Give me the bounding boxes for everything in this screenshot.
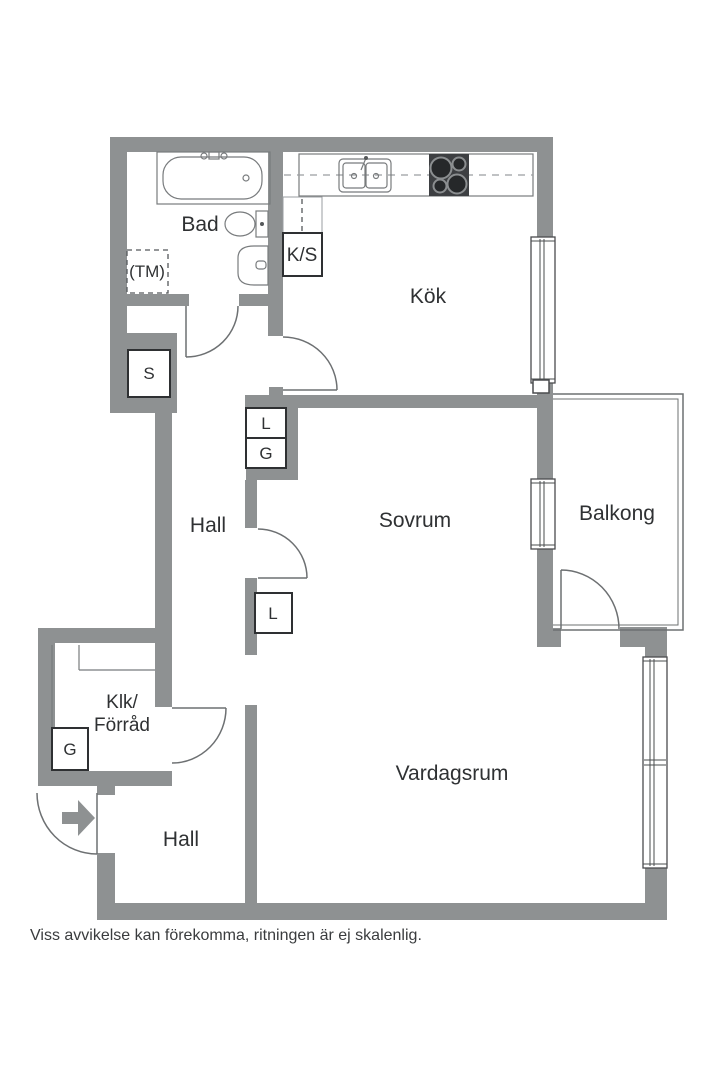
disclaimer-text: Viss avvikelse kan förekomma, ritningen … (30, 927, 422, 944)
label-l-upper: L (261, 414, 270, 433)
label-s: S (143, 364, 154, 383)
room-label-balkong: Balkong (579, 502, 655, 525)
balcony-railing-inner (553, 398, 679, 626)
wall-segment (38, 771, 172, 786)
bedroom-door-arc (257, 528, 308, 579)
balcony-railing (553, 393, 684, 631)
wall-segment (38, 628, 172, 643)
wall-segment (286, 395, 298, 480)
balcony-door-arc (560, 569, 620, 630)
wall-segment (97, 786, 115, 795)
windows (530, 236, 668, 869)
entry-arrow-icon (62, 800, 95, 836)
room-label-klk-line1: Klk/ (106, 692, 138, 713)
entry-door-arc (36, 792, 98, 855)
bathroom-fixtures (126, 151, 271, 294)
wall-segment (38, 628, 55, 786)
room-label-bad: Bad (181, 213, 218, 236)
bedroom-window (530, 478, 556, 550)
toilet (224, 210, 269, 238)
label-tm: (TM) (129, 262, 165, 281)
doors (36, 305, 620, 855)
washing-machine-area (126, 249, 169, 294)
room-label-hall-lower: Hall (163, 828, 199, 851)
wall-segment (269, 387, 283, 396)
bathroom-door-arc (185, 305, 239, 358)
room-label-klk-line2: Förråd (94, 715, 150, 736)
wall-segment (645, 867, 667, 920)
fridge-ks-box (282, 232, 323, 277)
wall-segment (97, 853, 115, 908)
balcony-railing-outer (553, 393, 684, 631)
kitchen-door-arc (282, 336, 338, 391)
wall-segment (127, 294, 189, 306)
room-label-sovrum: Sovrum (379, 509, 451, 532)
wardrobe-g-box-lower (51, 727, 89, 771)
stove (429, 154, 469, 196)
label-ks: K/S (287, 245, 318, 266)
label-l-lower: L (268, 604, 277, 623)
kitchen-window (530, 236, 556, 384)
fridge-cabinet-unit (282, 196, 323, 234)
wall-segment (537, 137, 553, 237)
wall-segment (537, 548, 553, 647)
vent-shaft (532, 379, 550, 394)
wall-segment (245, 395, 553, 408)
room-label-kok: Kök (410, 285, 447, 308)
wall-segment (97, 903, 667, 920)
wall-segment (245, 705, 257, 903)
wall-segment (645, 647, 662, 659)
wall-segment (620, 627, 667, 647)
wall-segment (110, 137, 553, 152)
livingroom-window (642, 656, 668, 869)
cabinet-s-box (127, 349, 171, 398)
wall-segment (246, 468, 298, 480)
wardrobe-g-box-upper (245, 437, 287, 469)
linen-l-box-upper (245, 407, 287, 439)
closet-boxes (51, 232, 323, 771)
wall-segment (537, 628, 561, 647)
kitchen-fixtures (282, 153, 534, 234)
linen-l-box-lower (254, 592, 293, 634)
kitchen-sink (338, 156, 392, 193)
room-label-vardagsrum: Vardagsrum (396, 762, 509, 785)
walls (38, 137, 667, 920)
wall-segment (245, 480, 257, 528)
bathroom-sink (237, 245, 269, 286)
labels: Bad Kök Hall Sovrum Balkong Klk/ Förråd … (63, 213, 655, 851)
room-label-hall-upper: Hall (190, 514, 226, 537)
wall-segment (239, 294, 268, 306)
closet-door-arc (171, 707, 227, 764)
bathtub (156, 151, 271, 205)
closet-shelf-lines (51, 645, 155, 727)
wall-segment (268, 152, 283, 336)
label-g-lower: G (63, 740, 76, 759)
label-g-upper: G (259, 444, 272, 463)
wall-segment (155, 398, 172, 707)
wall-segment (537, 383, 553, 479)
